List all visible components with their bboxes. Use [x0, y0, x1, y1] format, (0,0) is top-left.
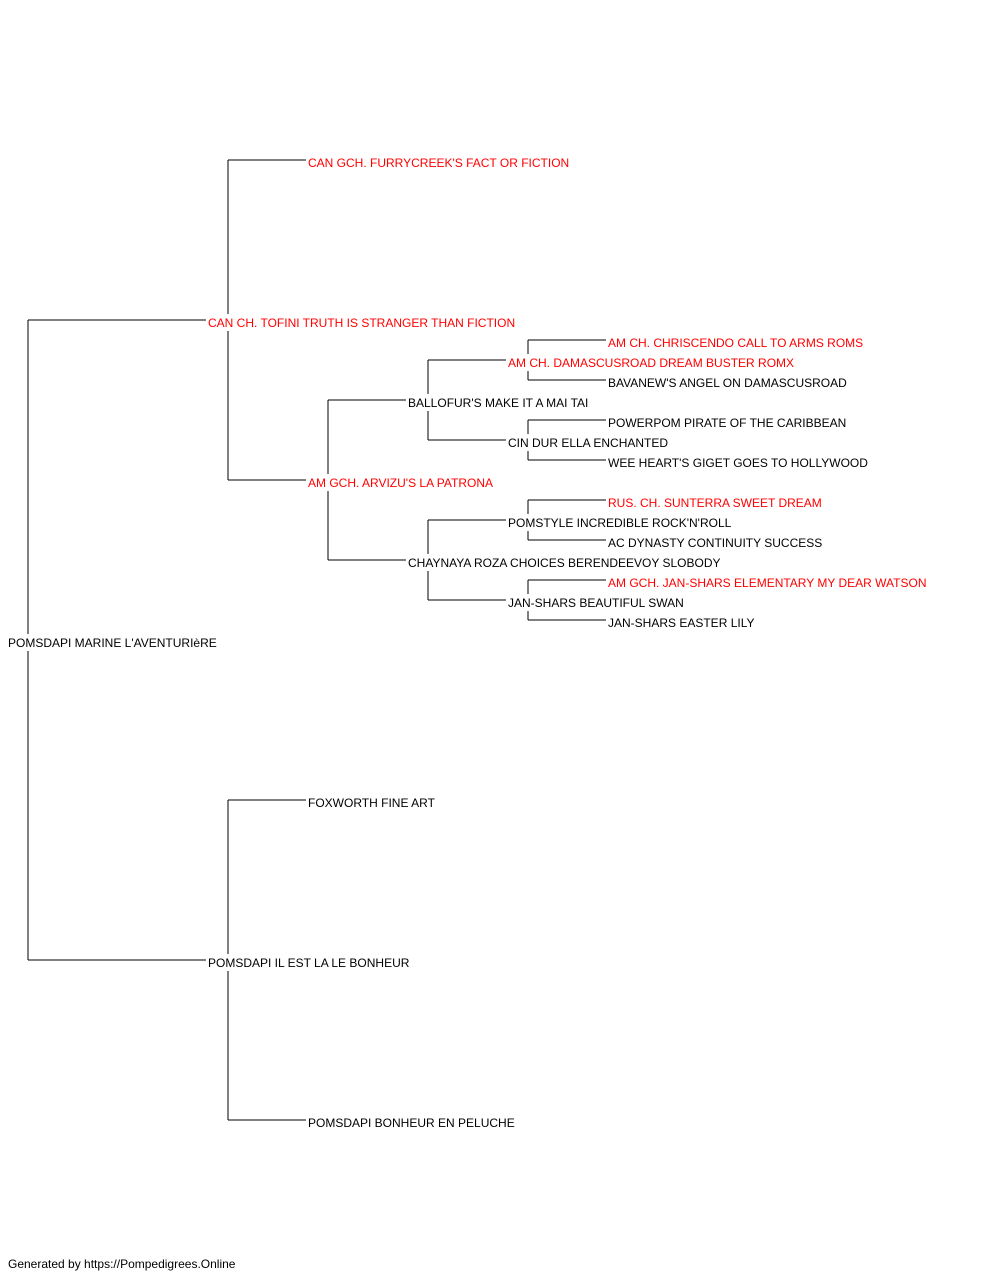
dog-name: POMSTYLE INCREDIBLE ROCK'N'ROLL [508, 516, 732, 530]
dog-name: POMSDAPI BONHEUR EN PELUCHE [308, 1116, 515, 1130]
dog-name: AC DYNASTY CONTINUITY SUCCESS [608, 536, 822, 550]
dog-name: POMSDAPI MARINE L'AVENTURIèRE [8, 636, 217, 650]
dog-name: JAN-SHARS EASTER LILY [608, 616, 754, 630]
connector-lines [27, 159, 606, 1121]
dog-name: RUS. CH. SUNTERRA SWEET DREAM [608, 496, 822, 510]
dog-name: BALLOFUR'S MAKE IT A MAI TAI [408, 396, 588, 410]
dog-name: CIN DUR ELLA ENCHANTED [508, 436, 668, 450]
dog-name: AM GCH. ARVIZU'S LA PATRONA [308, 476, 493, 490]
footer-credit: Generated by https://Pompedigrees.Online [8, 1257, 236, 1271]
dog-name: AM CH. DAMASCUSROAD DREAM BUSTER ROMX [508, 356, 794, 370]
dog-name: CHAYNAYA ROZA CHOICES BERENDEEVOY SLOBOD… [408, 556, 721, 570]
dog-name: POMSDAPI IL EST LA LE BONHEUR [208, 956, 410, 970]
dog-name: WEE HEART'S GIGET GOES TO HOLLYWOOD [608, 456, 868, 470]
dog-names: POMSDAPI MARINE L'AVENTURIèRE CAN CH. TOF… [8, 156, 927, 1130]
dog-name: JAN-SHARS BEAUTIFUL SWAN [508, 596, 684, 610]
dog-name: FOXWORTH FINE ART [308, 796, 436, 810]
dog-name: CAN GCH. FURRYCREEK'S FACT OR FICTION [308, 156, 569, 170]
dog-name: AM CH. CHRISCENDO CALL TO ARMS ROMS [608, 336, 863, 350]
dog-name: CAN CH. TOFINI TRUTH IS STRANGER THAN FI… [208, 316, 515, 330]
dog-name: BAVANEW'S ANGEL ON DAMASCUSROAD [608, 376, 847, 390]
dog-name: AM GCH. JAN-SHARS ELEMENTARY MY DEAR WAT… [608, 576, 927, 590]
dog-name: POWERPOM PIRATE OF THE CARIBBEAN [608, 416, 846, 430]
